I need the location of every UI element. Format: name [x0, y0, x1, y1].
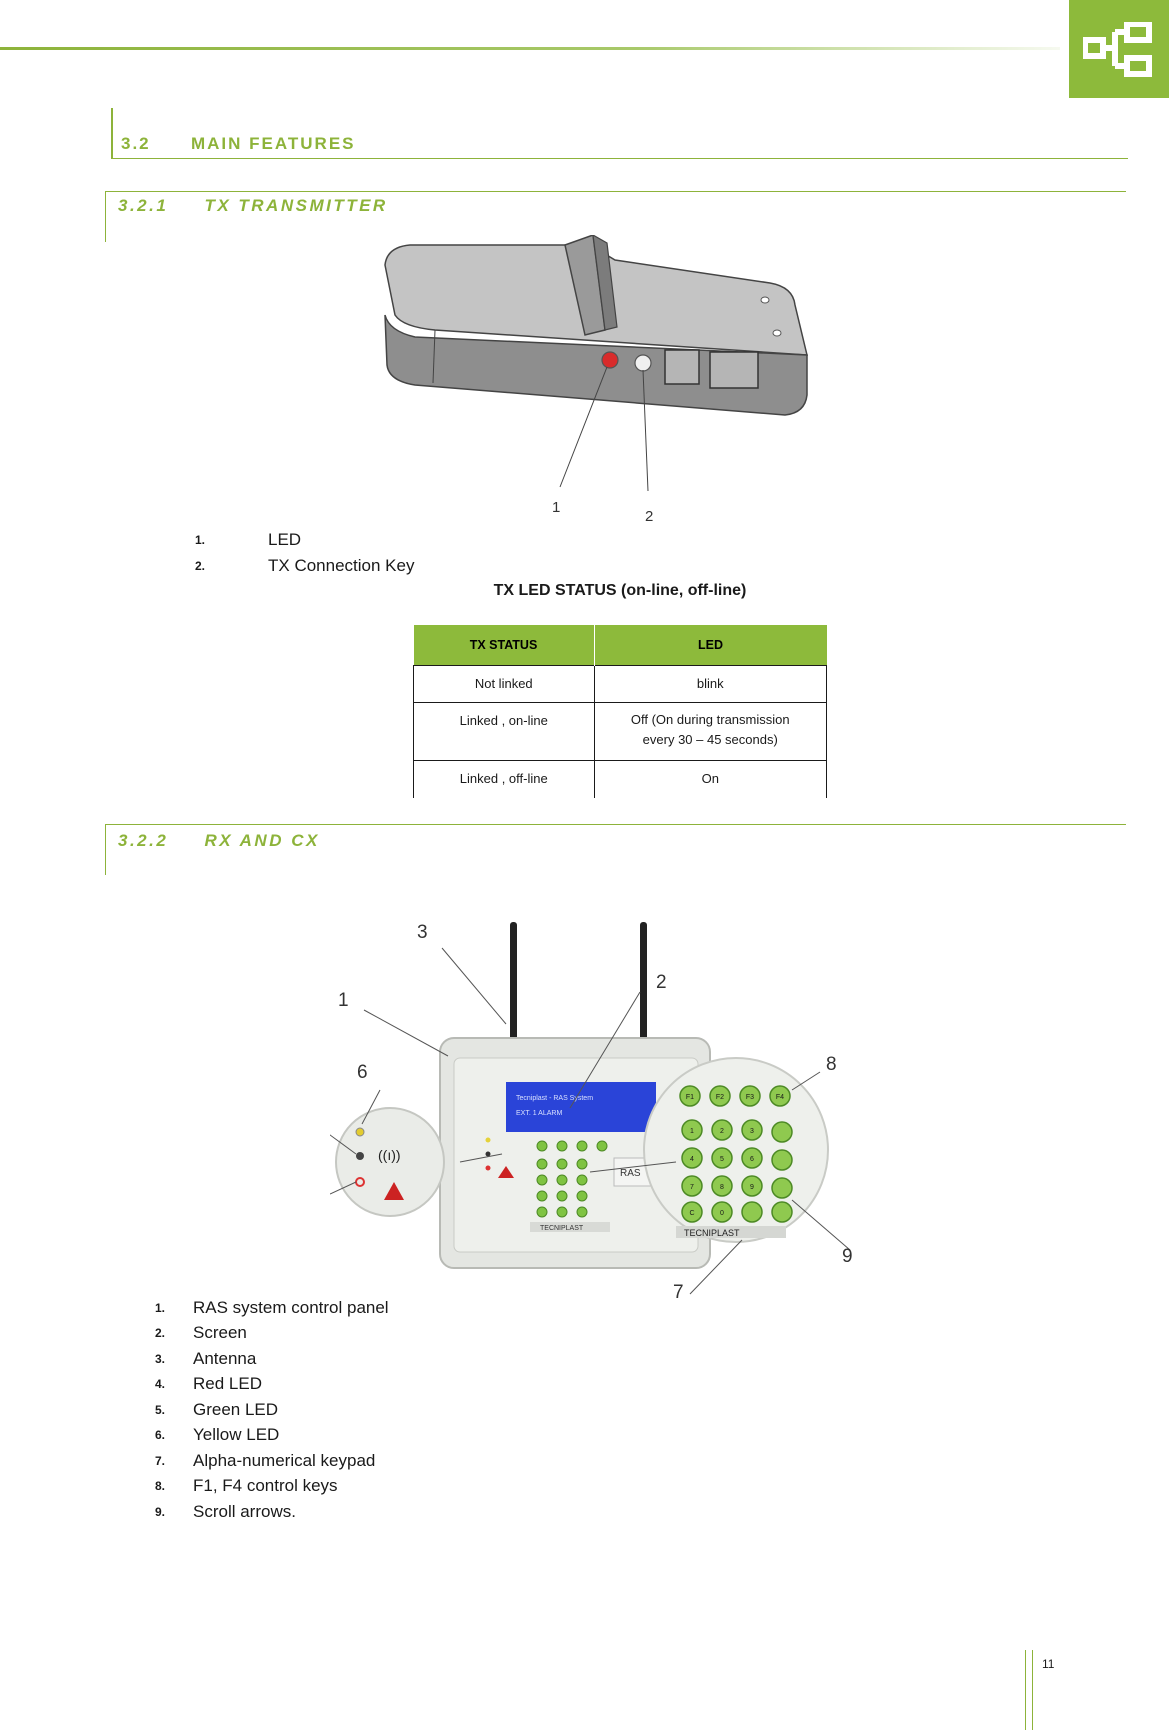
svg-text:3: 3 [750, 1128, 754, 1135]
svg-text:F3: F3 [746, 1094, 754, 1101]
svg-text:6: 6 [750, 1156, 754, 1163]
table-row: Not linked blink [413, 665, 827, 703]
svg-text:F4: F4 [776, 1094, 784, 1101]
rx-control-panel-figure: Tecniplast - RAS System EXT. 1 ALARM TEC… [330, 922, 853, 1300]
table-header: TX STATUS [413, 625, 594, 666]
callout-2: 2 [645, 508, 653, 525]
logo [1069, 0, 1169, 98]
tx-led-status-table: TX STATUS LED Not linked blink Linked , … [413, 625, 827, 798]
header-rule [0, 47, 1060, 50]
svg-text:F2: F2 [716, 1094, 724, 1101]
table-header: LED [593, 625, 827, 666]
tx-transmitter-figure: 1 2 [384, 235, 808, 525]
svg-text:RAS: RAS [620, 1168, 641, 1179]
page-number-bars [1025, 1650, 1033, 1730]
svg-text:TECNIPLAST: TECNIPLAST [684, 1228, 740, 1238]
svg-text:Tecniplast - RAS System: Tecniplast - RAS System [516, 1095, 593, 1102]
svg-text:1: 1 [690, 1128, 694, 1135]
callout-9: 9 [842, 1246, 853, 1267]
callout-8: 8 [826, 1054, 837, 1075]
rx-subsection-heading: 3.2.2 RX AND CX [105, 824, 1126, 875]
svg-text:5: 5 [720, 1156, 724, 1163]
page-number: 11 [1042, 1657, 1055, 1671]
svg-text:2: 2 [720, 1128, 724, 1135]
callout-2: 2 [656, 972, 667, 993]
led-red-dot [601, 351, 619, 369]
svg-text:EXT. 1 ALARM: EXT. 1 ALARM [516, 1110, 562, 1117]
table-title: TX LED STATUS (on-line, off-line) [493, 582, 747, 599]
svg-text:C: C [689, 1210, 694, 1217]
table-row: Linked , on-line Off (On during transmis… [413, 702, 827, 761]
tx-subsection-heading: 3.2.1 TX TRANSMITTER [105, 191, 1126, 242]
svg-text:7: 7 [690, 1184, 694, 1191]
svg-text:4: 4 [690, 1156, 694, 1163]
svg-text:0: 0 [720, 1210, 724, 1217]
callout-1: 1 [552, 499, 560, 516]
table-row: Linked , off-line On [413, 760, 827, 798]
callout-1: 1 [338, 990, 349, 1011]
svg-text:9: 9 [750, 1184, 754, 1191]
svg-text:F1: F1 [686, 1094, 694, 1101]
callout-7: 7 [673, 1282, 684, 1300]
flowchart-icon [1083, 22, 1152, 77]
section-heading: 3.2 MAIN FEATURES [111, 108, 1128, 159]
connection-key-dot [634, 354, 652, 372]
callout-3: 3 [417, 922, 428, 943]
svg-text:TECNIPLAST: TECNIPLAST [540, 1225, 584, 1232]
svg-text:8: 8 [720, 1184, 724, 1191]
svg-text:((ı)): ((ı)) [378, 1147, 401, 1163]
callout-6: 6 [357, 1062, 368, 1083]
